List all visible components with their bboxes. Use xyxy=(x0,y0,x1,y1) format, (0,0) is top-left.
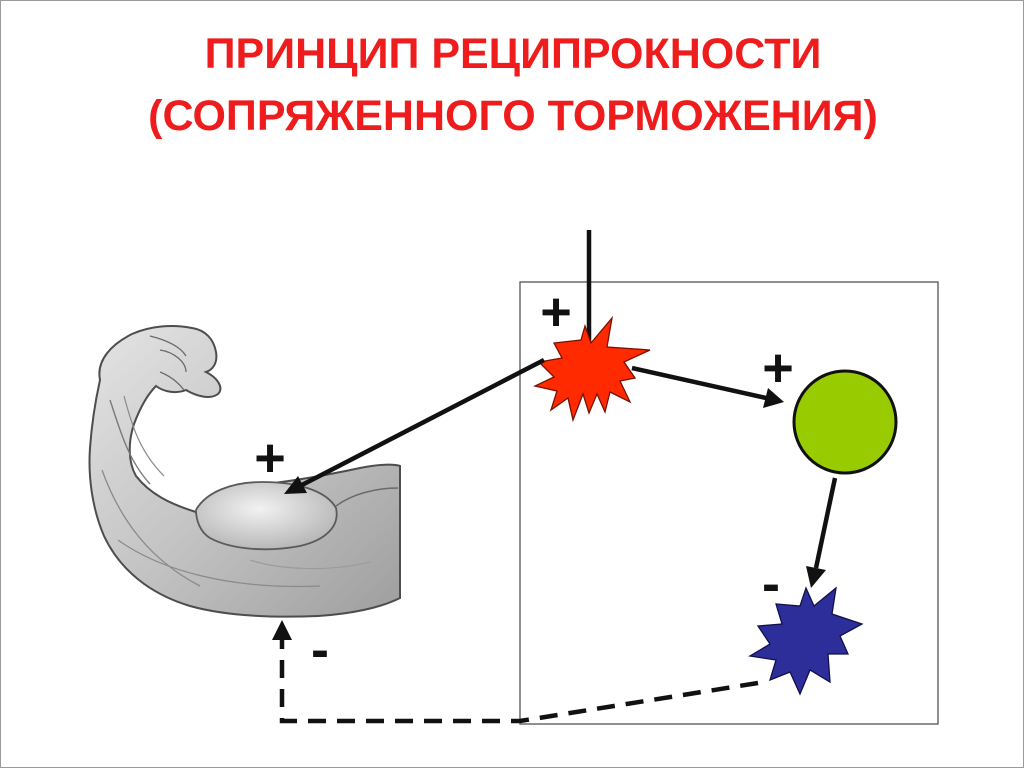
minus-sign-extensor: - xyxy=(311,620,329,680)
inhibitory-dashed-path xyxy=(272,620,759,724)
plus-sign-flexor: + xyxy=(254,428,286,488)
circle-icon xyxy=(792,369,898,475)
starburst-icon xyxy=(748,586,864,696)
arrow-to-inhibitory-neuron xyxy=(806,477,838,588)
starburst-icon xyxy=(533,315,651,423)
page-title: ПРИНЦИП РЕЦИПРОКНОСТИ (СОПРЯЖЕННОГО ТОРМ… xyxy=(1,23,1024,147)
plus-sign-excitatory: + xyxy=(540,282,572,342)
arrow-to-interneuron xyxy=(631,365,784,408)
spinal-cord-frame xyxy=(519,281,939,725)
title-line-1: ПРИНЦИП РЕЦИПРОКНОСТИ xyxy=(204,30,822,78)
plus-sign-interneuron: + xyxy=(762,338,794,398)
efferent-arrow-to-flexor xyxy=(284,358,546,494)
title-line-2: (СОПРЯЖЕННОГО ТОРМОЖЕНИЯ) xyxy=(148,92,878,140)
minus-sign-inhibitory: - xyxy=(762,554,780,614)
flexed-arm-icon xyxy=(88,325,401,618)
